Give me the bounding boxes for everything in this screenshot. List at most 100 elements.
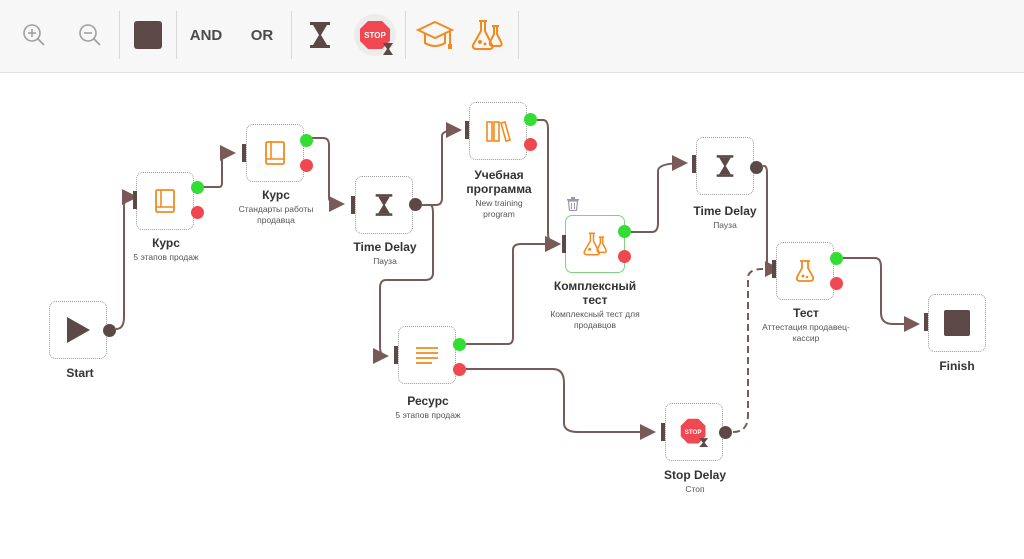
start-node[interactable] [49, 301, 107, 359]
flasks-icon [583, 232, 607, 256]
node-title: Комплексный тест [553, 279, 637, 307]
success-port[interactable] [191, 181, 204, 194]
connectors-layer [115, 119, 920, 440]
toolbar-divider [176, 11, 177, 59]
time-delay-label: Time Delay Пауза [315, 240, 455, 267]
toolbar-divider [291, 11, 292, 59]
resource-node[interactable] [398, 326, 456, 384]
success-port[interactable] [524, 113, 537, 126]
connector-stopdelay-to-test [732, 268, 764, 433]
time-delay-label: Time Delay Пауза [655, 204, 795, 231]
fail-port[interactable] [191, 206, 204, 219]
success-port[interactable] [618, 225, 631, 238]
finish-node[interactable] [928, 294, 986, 352]
zoom-out-button[interactable] [70, 10, 110, 60]
connector-resource-to-complex [466, 236, 561, 345]
input-port[interactable] [346, 196, 355, 214]
connector-kurs2-to-delay1 [312, 137, 345, 212]
success-port[interactable] [300, 134, 313, 147]
node-title: Курс [152, 236, 180, 250]
connector-kurs1-to-kurs2 [203, 145, 236, 188]
time-delay-button[interactable] [302, 10, 338, 60]
output-port[interactable] [750, 161, 763, 174]
course-node[interactable] [246, 124, 304, 182]
connector-start-to-kurs1 [115, 189, 138, 330]
node-title: Start [66, 366, 94, 380]
input-port[interactable] [557, 235, 566, 253]
node-title: Тест [793, 306, 819, 320]
node-title: Finish [939, 359, 975, 373]
test-node[interactable] [776, 242, 834, 300]
course-label: Курс 5 этапов продаж [96, 236, 236, 263]
stop-delay-button[interactable]: STOP [352, 10, 398, 60]
delete-node-button[interactable] [567, 197, 579, 216]
test-label: Тест Аттестация продавец-кассир [736, 306, 876, 344]
connector-delay1-to-resource [372, 204, 434, 364]
complex-test-button[interactable] [466, 10, 508, 60]
toolbar: AND OR STOP [0, 0, 1024, 73]
start-label: Start [10, 366, 150, 380]
hourglass-icon [716, 155, 734, 177]
time-delay-node[interactable] [696, 137, 754, 195]
finish-label: Finish [887, 359, 1024, 373]
training-program-label: Учебная программа New training program [434, 168, 564, 220]
stop-square-icon [134, 21, 162, 49]
input-port[interactable] [389, 346, 398, 364]
stop-sign-icon: STOP [680, 418, 709, 447]
flask-icon [795, 260, 815, 282]
graduation-cap-icon [416, 20, 454, 49]
input-port[interactable] [687, 155, 696, 173]
hourglass-icon [310, 22, 330, 48]
zoom-in-button[interactable] [14, 10, 54, 60]
and-gate-button[interactable]: AND [189, 26, 223, 44]
play-icon [67, 317, 90, 343]
node-subtitle: New training program [475, 198, 523, 219]
success-port[interactable] [453, 338, 466, 351]
node-subtitle: 5 этапов продаж [133, 252, 199, 262]
toolbar-divider [405, 11, 406, 59]
node-subtitle: Аттестация продавец-кассир [762, 322, 850, 343]
complex-test-node[interactable] [565, 215, 625, 273]
node-title: Ресурс [407, 394, 449, 408]
output-port[interactable] [719, 426, 732, 439]
training-program-node[interactable] [469, 102, 527, 160]
input-port[interactable] [767, 260, 776, 278]
fail-port[interactable] [830, 277, 843, 290]
input-port[interactable] [656, 423, 665, 441]
node-subtitle: Стандарты работы продавца [238, 204, 314, 225]
node-subtitle: 5 этапов продаж [395, 410, 461, 420]
connector-delay1-to-program [422, 122, 462, 206]
svg-text:STOP: STOP [685, 429, 702, 436]
node-subtitle: Пауза [373, 256, 397, 266]
input-port[interactable] [460, 121, 469, 139]
workflow-canvas[interactable]: Start Курс 5 этапов продаж Курс Стандарт… [0, 73, 1024, 559]
output-port[interactable] [409, 198, 422, 211]
training-program-button[interactable] [414, 10, 456, 60]
input-port[interactable] [128, 191, 137, 209]
fail-port[interactable] [300, 159, 313, 172]
input-port[interactable] [237, 144, 246, 162]
input-port[interactable] [919, 313, 928, 331]
zoom-in-icon [23, 24, 45, 46]
course-node[interactable] [136, 172, 194, 230]
node-title: Time Delay [353, 240, 417, 254]
success-port[interactable] [830, 252, 843, 265]
complex-test-label: Комплексный тест Комплексный тест для пр… [525, 279, 665, 331]
svg-text:STOP: STOP [364, 31, 386, 40]
or-gate-button[interactable]: OR [250, 26, 274, 44]
output-port[interactable] [103, 324, 116, 337]
connector-test-to-finish [843, 257, 920, 332]
time-delay-node[interactable] [355, 176, 413, 234]
stop-square-icon [944, 310, 970, 336]
stop-delay-node[interactable]: STOP [665, 403, 723, 461]
connector-delay2-to-test [763, 165, 781, 277]
fail-port[interactable] [618, 250, 631, 263]
fail-port[interactable] [453, 363, 466, 376]
resource-label: Ресурс 5 этапов продаж [358, 394, 498, 421]
node-title: Stop Delay [663, 468, 726, 482]
connector-complex-to-delay2 [630, 155, 688, 233]
book-icon [265, 141, 285, 165]
flasks-icon [471, 20, 503, 50]
finish-node-button[interactable] [130, 10, 166, 60]
fail-port[interactable] [524, 138, 537, 151]
